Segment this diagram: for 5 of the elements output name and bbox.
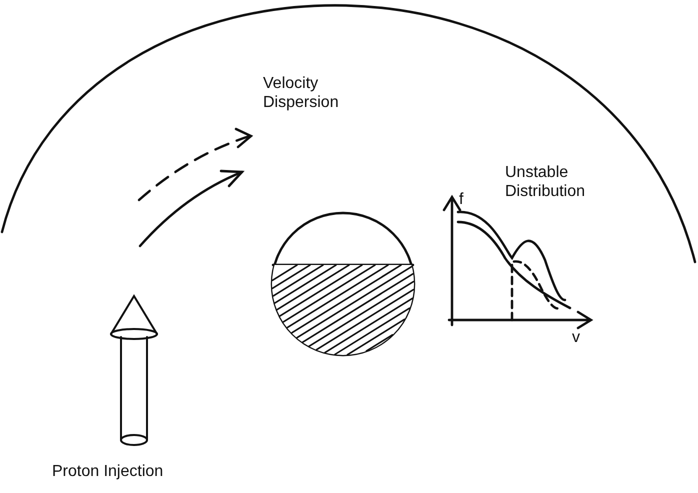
axis-label: v [572,328,580,347]
text-label: Proton Injection [52,462,164,481]
text-label: Velocity Dispersion [263,74,340,112]
text-label: Unstable Distribution [505,163,586,201]
axis-label: f [459,190,464,209]
